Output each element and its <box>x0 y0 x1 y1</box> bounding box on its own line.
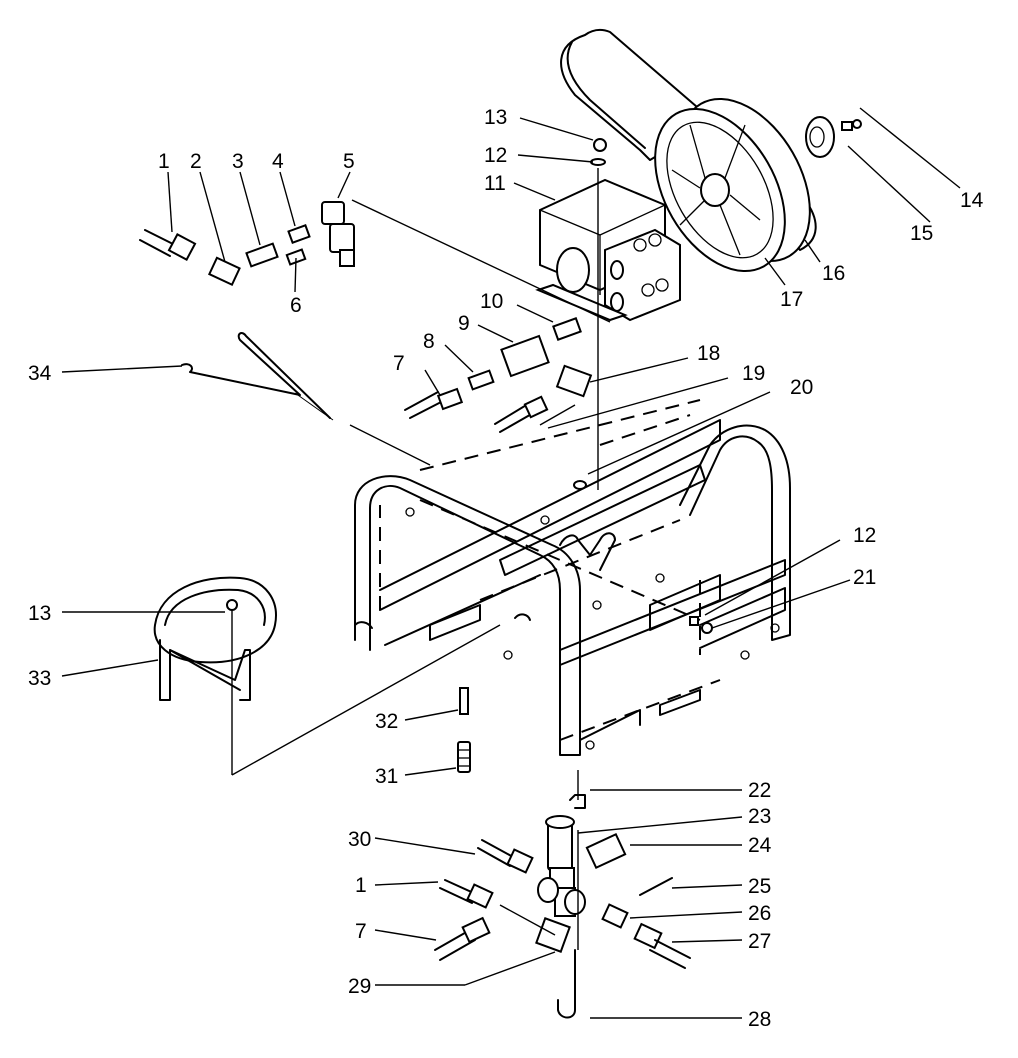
callout-22: 22 <box>748 779 771 802</box>
basket <box>153 576 277 701</box>
callout-16: 16 <box>822 262 845 285</box>
callout-10: 10 <box>480 290 503 313</box>
drive-belt <box>560 28 817 251</box>
frame <box>354 399 791 756</box>
callout-13-basket: 13 <box>28 602 51 625</box>
callout-11: 11 <box>484 172 506 195</box>
callout-12-frame: 12 <box>853 524 876 547</box>
callout-34: 34 <box>28 362 52 385</box>
callout-21: 21 <box>853 566 876 589</box>
callout-31: 31 <box>375 765 398 788</box>
callout-8: 8 <box>423 330 435 353</box>
callout-17: 17 <box>780 288 803 311</box>
callout-6: 6 <box>290 294 302 317</box>
callout-32: 32 <box>375 710 398 733</box>
callout-19: 19 <box>742 362 765 385</box>
callout-7-lower: 7 <box>355 920 367 943</box>
pump <box>535 138 681 322</box>
connector-lines <box>231 168 611 950</box>
callout-9: 9 <box>458 312 470 335</box>
hub <box>805 116 862 158</box>
lower-manifold <box>434 794 691 1019</box>
callout-7: 7 <box>393 352 405 375</box>
unloader-hose-assembly <box>139 201 355 286</box>
callout-26: 26 <box>748 902 771 925</box>
callout-4: 4 <box>272 150 284 173</box>
callout-25: 25 <box>748 875 771 898</box>
outlet-fittings <box>404 317 593 433</box>
callout-23: 23 <box>748 805 771 828</box>
callout-13: 13 <box>484 106 507 129</box>
callout-27: 27 <box>748 930 771 953</box>
callout-18: 18 <box>697 342 720 365</box>
callout-33: 33 <box>28 667 51 690</box>
callout-leaders <box>61 107 961 1019</box>
callout-29: 29 <box>348 975 371 998</box>
callout-15: 15 <box>910 222 933 245</box>
callout-2: 2 <box>190 150 202 173</box>
callout-20: 20 <box>790 376 813 399</box>
callout-labels: 1 2 3 4 5 6 7 8 9 10 11 12 13 14 15 16 1… <box>28 106 984 1031</box>
callout-12: 12 <box>484 144 507 167</box>
callout-28: 28 <box>748 1008 771 1031</box>
callout-24: 24 <box>748 834 772 857</box>
callout-30: 30 <box>348 828 371 851</box>
callout-3: 3 <box>232 150 244 173</box>
callout-1: 1 <box>158 150 170 173</box>
handle-rod <box>181 332 334 421</box>
parts-31-32 <box>457 687 471 773</box>
callout-5: 5 <box>343 150 355 173</box>
pulley <box>654 97 811 273</box>
callout-14: 14 <box>960 189 984 212</box>
callout-1-lower: 1 <box>355 874 367 897</box>
